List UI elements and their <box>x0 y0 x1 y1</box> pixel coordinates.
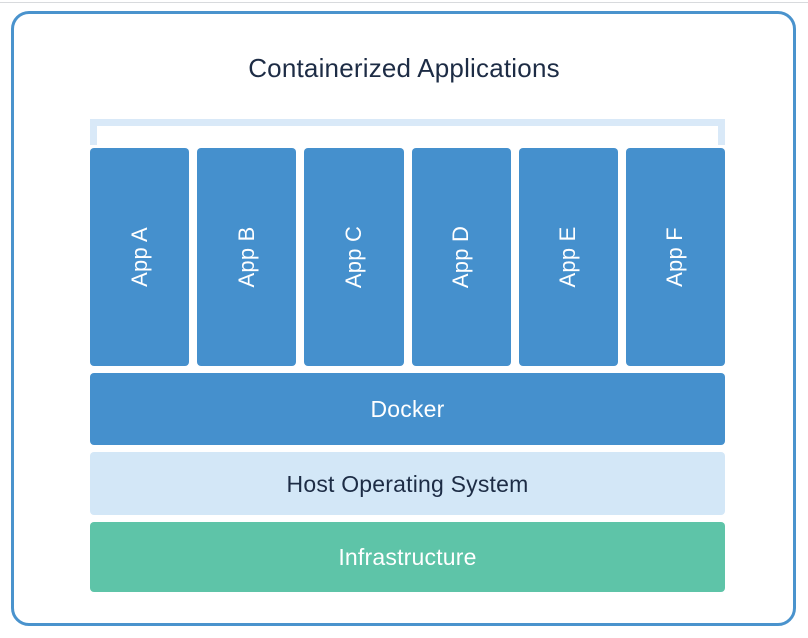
app-container-box[interactable]: App C <box>304 148 404 366</box>
app-container-box[interactable]: App A <box>90 148 190 366</box>
app-container-box[interactable]: App B <box>197 148 297 366</box>
app-container-row: App A App B App C App D App E App F <box>90 148 726 366</box>
app-container-label: App F <box>662 227 688 287</box>
app-container-label: App E <box>555 226 581 288</box>
app-container-box[interactable]: App F <box>625 148 726 366</box>
layer-host-operating-system[interactable]: Host Operating System <box>90 452 725 515</box>
app-container-label: App C <box>340 225 366 289</box>
top-hairline-divider <box>0 2 808 3</box>
diagram-outer-frame <box>11 11 796 626</box>
app-container-label: App D <box>448 225 474 289</box>
app-container-label: App A <box>126 227 152 287</box>
app-container-label: App B <box>233 226 259 288</box>
layer-infrastructure[interactable]: Infrastructure <box>90 522 725 592</box>
app-container-box[interactable]: App D <box>411 148 511 366</box>
app-container-box[interactable]: App E <box>518 148 618 366</box>
grouping-bracket-icon <box>90 119 725 145</box>
layer-docker[interactable]: Docker <box>90 373 725 445</box>
page-title: Containerized Applications <box>248 53 560 83</box>
